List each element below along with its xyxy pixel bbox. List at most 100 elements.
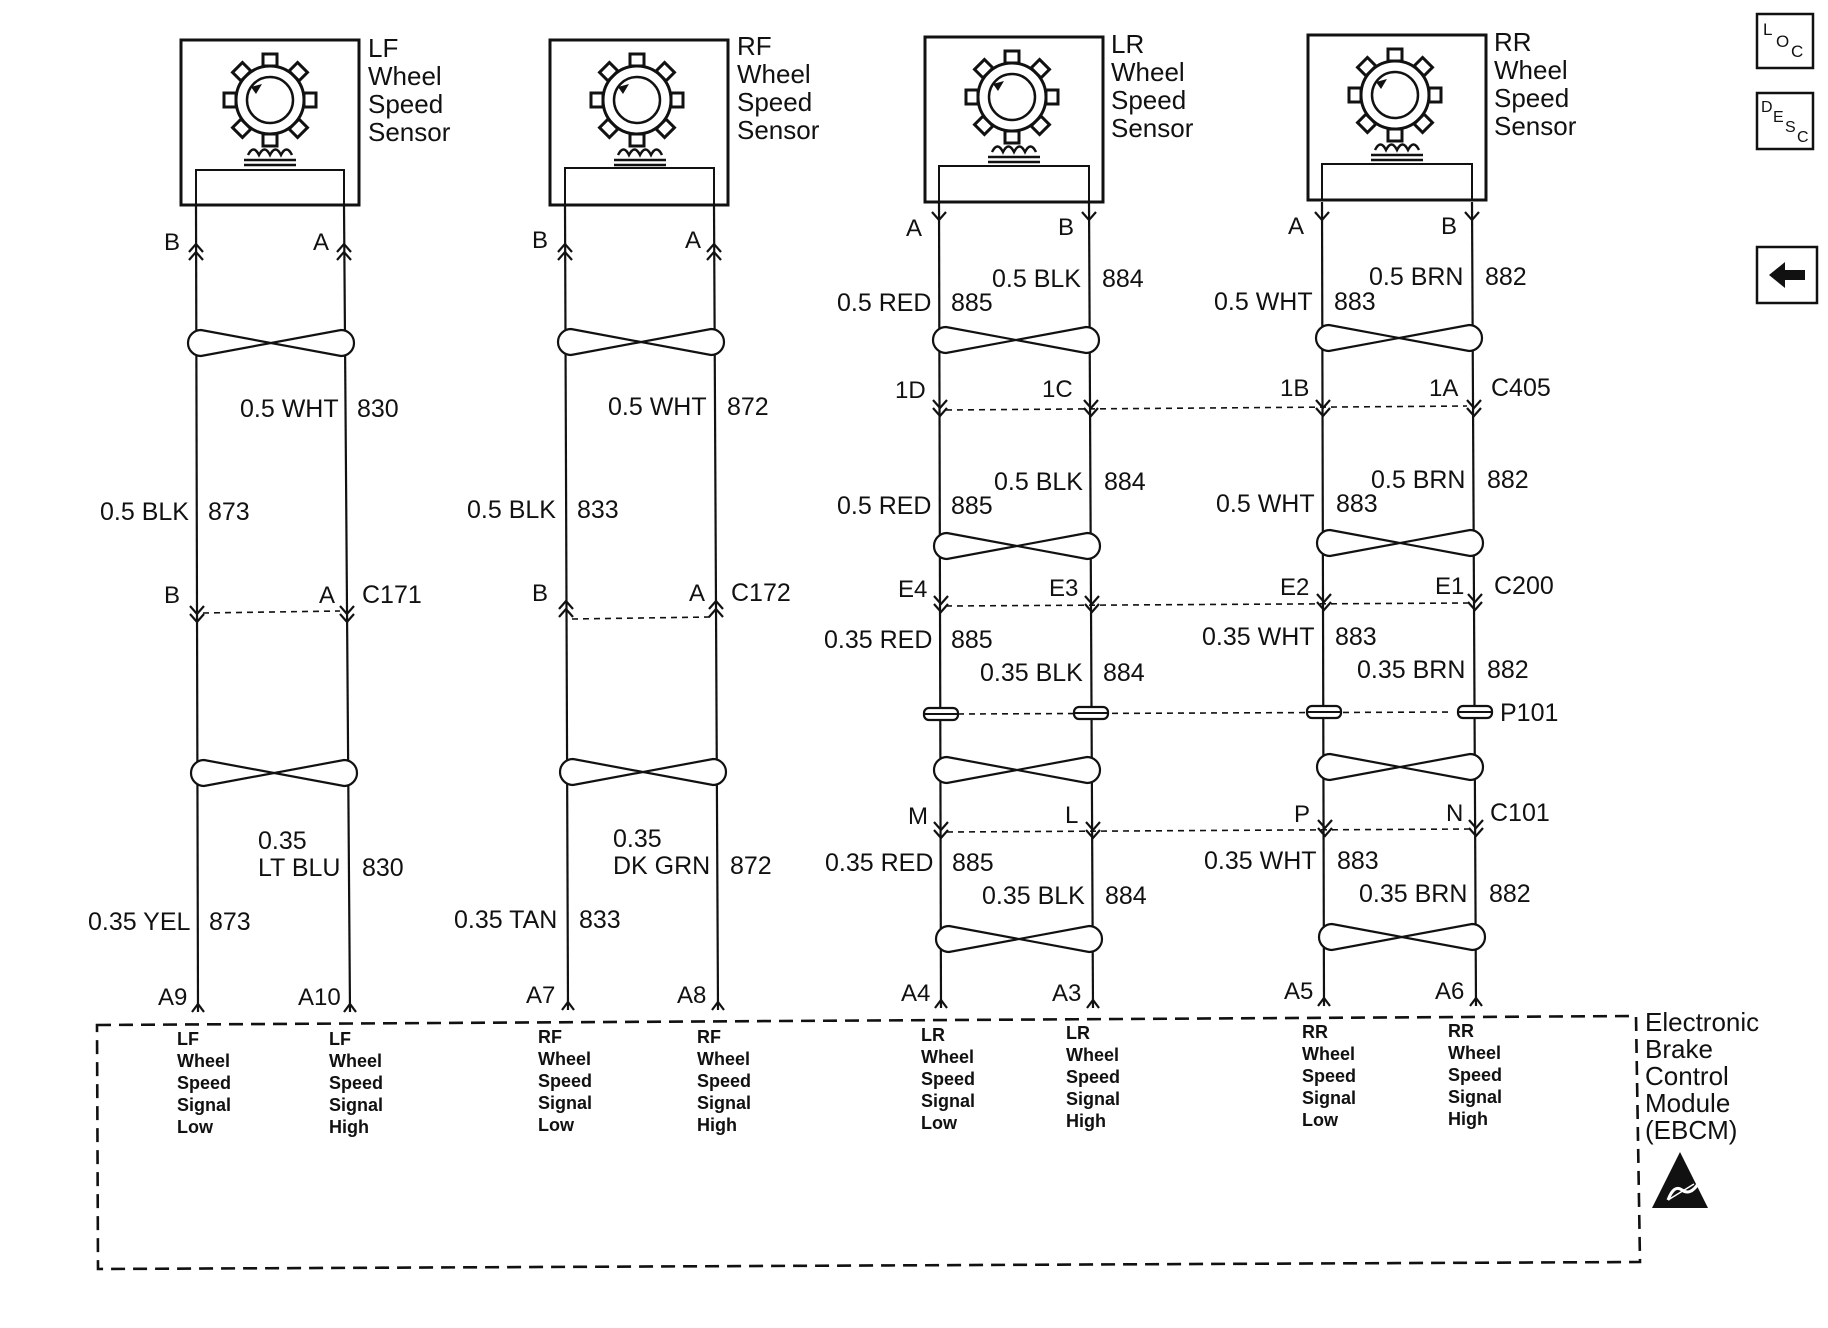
lf-low-color: 0.5 BLK [100, 498, 189, 526]
lf-bot-high-gauge: 0.35 [258, 827, 307, 855]
lr-wheel-speed-sensor: LR Wheel Speed Sensor [923, 29, 1194, 204]
lf-bot-high-color: LT BLU [258, 854, 340, 882]
rr4-brn-color: 0.35 BRN [1359, 880, 1467, 908]
c405-pin-1a: 1A [1429, 375, 1458, 402]
loc-letter-l: L [1763, 20, 1772, 39]
lf-sensor-label-1: LF [368, 33, 398, 63]
c200-pin-e1: E1 [1435, 573, 1464, 600]
lr-sensor-label-3: Speed [1111, 85, 1186, 115]
p101-splices [922, 704, 1494, 722]
lr3-blk-circuit: 884 [1103, 659, 1145, 687]
rr-pin-a: A [1288, 213, 1304, 240]
signal-lf-high: LF Wheel Speed Signal High [329, 1029, 383, 1137]
lr3-red-circuit: 885 [951, 626, 993, 654]
lf-bot-low-circuit: 873 [209, 908, 251, 936]
signal-lf-low: LF Wheel Speed Signal Low [177, 1029, 231, 1137]
c171-pin-a: A [319, 582, 335, 609]
c200-label: C200 [1494, 572, 1554, 600]
rr-sensor-label-2: Wheel [1494, 55, 1568, 85]
gear-icon [964, 49, 1060, 145]
rr3-brn-color: 0.35 BRN [1357, 656, 1465, 684]
rr4-brn-circuit: 882 [1489, 880, 1531, 908]
rf-low-color: 0.5 BLK [467, 496, 556, 524]
c405-pin-1d: 1D [895, 377, 926, 404]
rr1-wht-circuit: 883 [1334, 288, 1376, 316]
ebcm-name-line-1: Electronic [1645, 1007, 1759, 1037]
rf-pin-b: B [532, 227, 548, 254]
lf-high-circuit: 830 [357, 395, 399, 423]
rf-sensor-label-1: RF [737, 31, 772, 61]
signal-rr-high-line-1: RR [1448, 1021, 1474, 1041]
ebcm-pin-a3: A3 [1052, 980, 1081, 1007]
lr4-red-color: 0.35 RED [825, 849, 933, 877]
rr2-wht-circuit: 883 [1336, 490, 1378, 518]
lf-low-circuit: 873 [208, 498, 250, 526]
signal-rf-low-line-5: Low [538, 1115, 575, 1135]
gear-icon [589, 52, 685, 148]
lr1-red-color: 0.5 RED [837, 289, 931, 317]
rr3-wht-color: 0.35 WHT [1202, 623, 1315, 651]
c101-pin-m: M [908, 803, 928, 830]
loc-button[interactable]: L O C [1755, 12, 1815, 70]
loc-letter-c: C [1791, 42, 1803, 61]
signal-lr-high: LR Wheel Speed Signal High [1066, 1023, 1120, 1131]
rr3-brn-circuit: 882 [1487, 656, 1529, 684]
signal-lr-low-line-5: Low [921, 1113, 958, 1133]
lr1-red-circuit: 885 [951, 289, 993, 317]
signal-rf-low-line-2: Wheel [538, 1049, 591, 1069]
lr2-blk-color: 0.5 BLK [994, 468, 1083, 496]
ebcm-pin-a4: A4 [901, 980, 930, 1007]
back-arrow-icon [1769, 262, 1805, 288]
c172-label: C172 [731, 579, 791, 607]
signal-lf-low-line-5: Low [177, 1117, 214, 1137]
signal-rr-low-line-2: Wheel [1302, 1044, 1355, 1064]
rr4-wht-color: 0.35 WHT [1204, 847, 1317, 875]
back-button[interactable] [1755, 245, 1819, 305]
c172-pin-b: B [532, 580, 548, 607]
lr-sensor-label-1: LR [1111, 29, 1144, 59]
rf-bot-low-circuit: 833 [579, 906, 621, 934]
signal-lr-low-line-1: LR [921, 1025, 945, 1045]
signal-lr-low: LR Wheel Speed Signal Low [921, 1025, 975, 1133]
lf-pin-b: B [164, 229, 180, 256]
signal-rr-high-line-2: Wheel [1448, 1043, 1501, 1063]
ebcm-name-line-2: Brake [1645, 1034, 1713, 1064]
signal-rf-high-line-5: High [697, 1115, 737, 1135]
rf-bot-low-color: 0.35 TAN [454, 906, 557, 934]
ebcm-pin-a8: A8 [677, 982, 706, 1009]
signal-lr-high-line-4: Signal [1066, 1089, 1120, 1109]
rr1-wht-color: 0.5 WHT [1214, 288, 1313, 316]
lr1-blk-color: 0.5 BLK [992, 265, 1081, 293]
lr3-red-color: 0.35 RED [824, 626, 932, 654]
rr-wheel-speed-sensor: RR Wheel Speed Sensor [1306, 27, 1577, 202]
signal-rf-low-line-4: Signal [538, 1093, 592, 1113]
lr4-blk-color: 0.35 BLK [982, 882, 1085, 910]
signal-lf-low-line-3: Speed [177, 1073, 231, 1093]
c200-pin-e2: E2 [1280, 574, 1309, 601]
rf-high-color: 0.5 WHT [608, 393, 707, 421]
lr-sensor-label-2: Wheel [1111, 57, 1185, 87]
lf-sensor-label-3: Speed [368, 89, 443, 119]
signal-rr-low-line-1: RR [1302, 1022, 1328, 1042]
signal-rf-low: RF Wheel Speed Signal Low [538, 1027, 592, 1135]
desc-button[interactable]: D E S C [1755, 91, 1815, 151]
rf-sensor-label-4: Sensor [737, 115, 820, 145]
esd-warning-icon [1652, 1152, 1708, 1208]
signal-lf-high-line-2: Wheel [329, 1051, 382, 1071]
signal-lr-low-line-2: Wheel [921, 1047, 974, 1067]
signal-lr-high-line-1: LR [1066, 1023, 1090, 1043]
signal-lf-high-line-5: High [329, 1117, 369, 1137]
rf-bot-high-circuit: 872 [730, 852, 772, 880]
signal-rr-low-line-5: Low [1302, 1110, 1339, 1130]
c101-pin-p: P [1294, 801, 1310, 828]
rr1-brn-circuit: 882 [1485, 263, 1527, 291]
signal-rr-high: RR Wheel Speed Signal High [1448, 1021, 1502, 1129]
c200-pin-e3: E3 [1049, 575, 1078, 602]
signal-rf-high: RF Wheel Speed Signal High [697, 1027, 751, 1135]
lf-bot-high-circuit: 830 [362, 854, 404, 882]
lf-wheel-speed-sensor: LF Wheel Speed Sensor [179, 33, 451, 207]
rf-sensor-label-3: Speed [737, 87, 812, 117]
c405-pin-1c: 1C [1042, 376, 1073, 403]
ebcm-pin-a6: A6 [1435, 978, 1464, 1005]
